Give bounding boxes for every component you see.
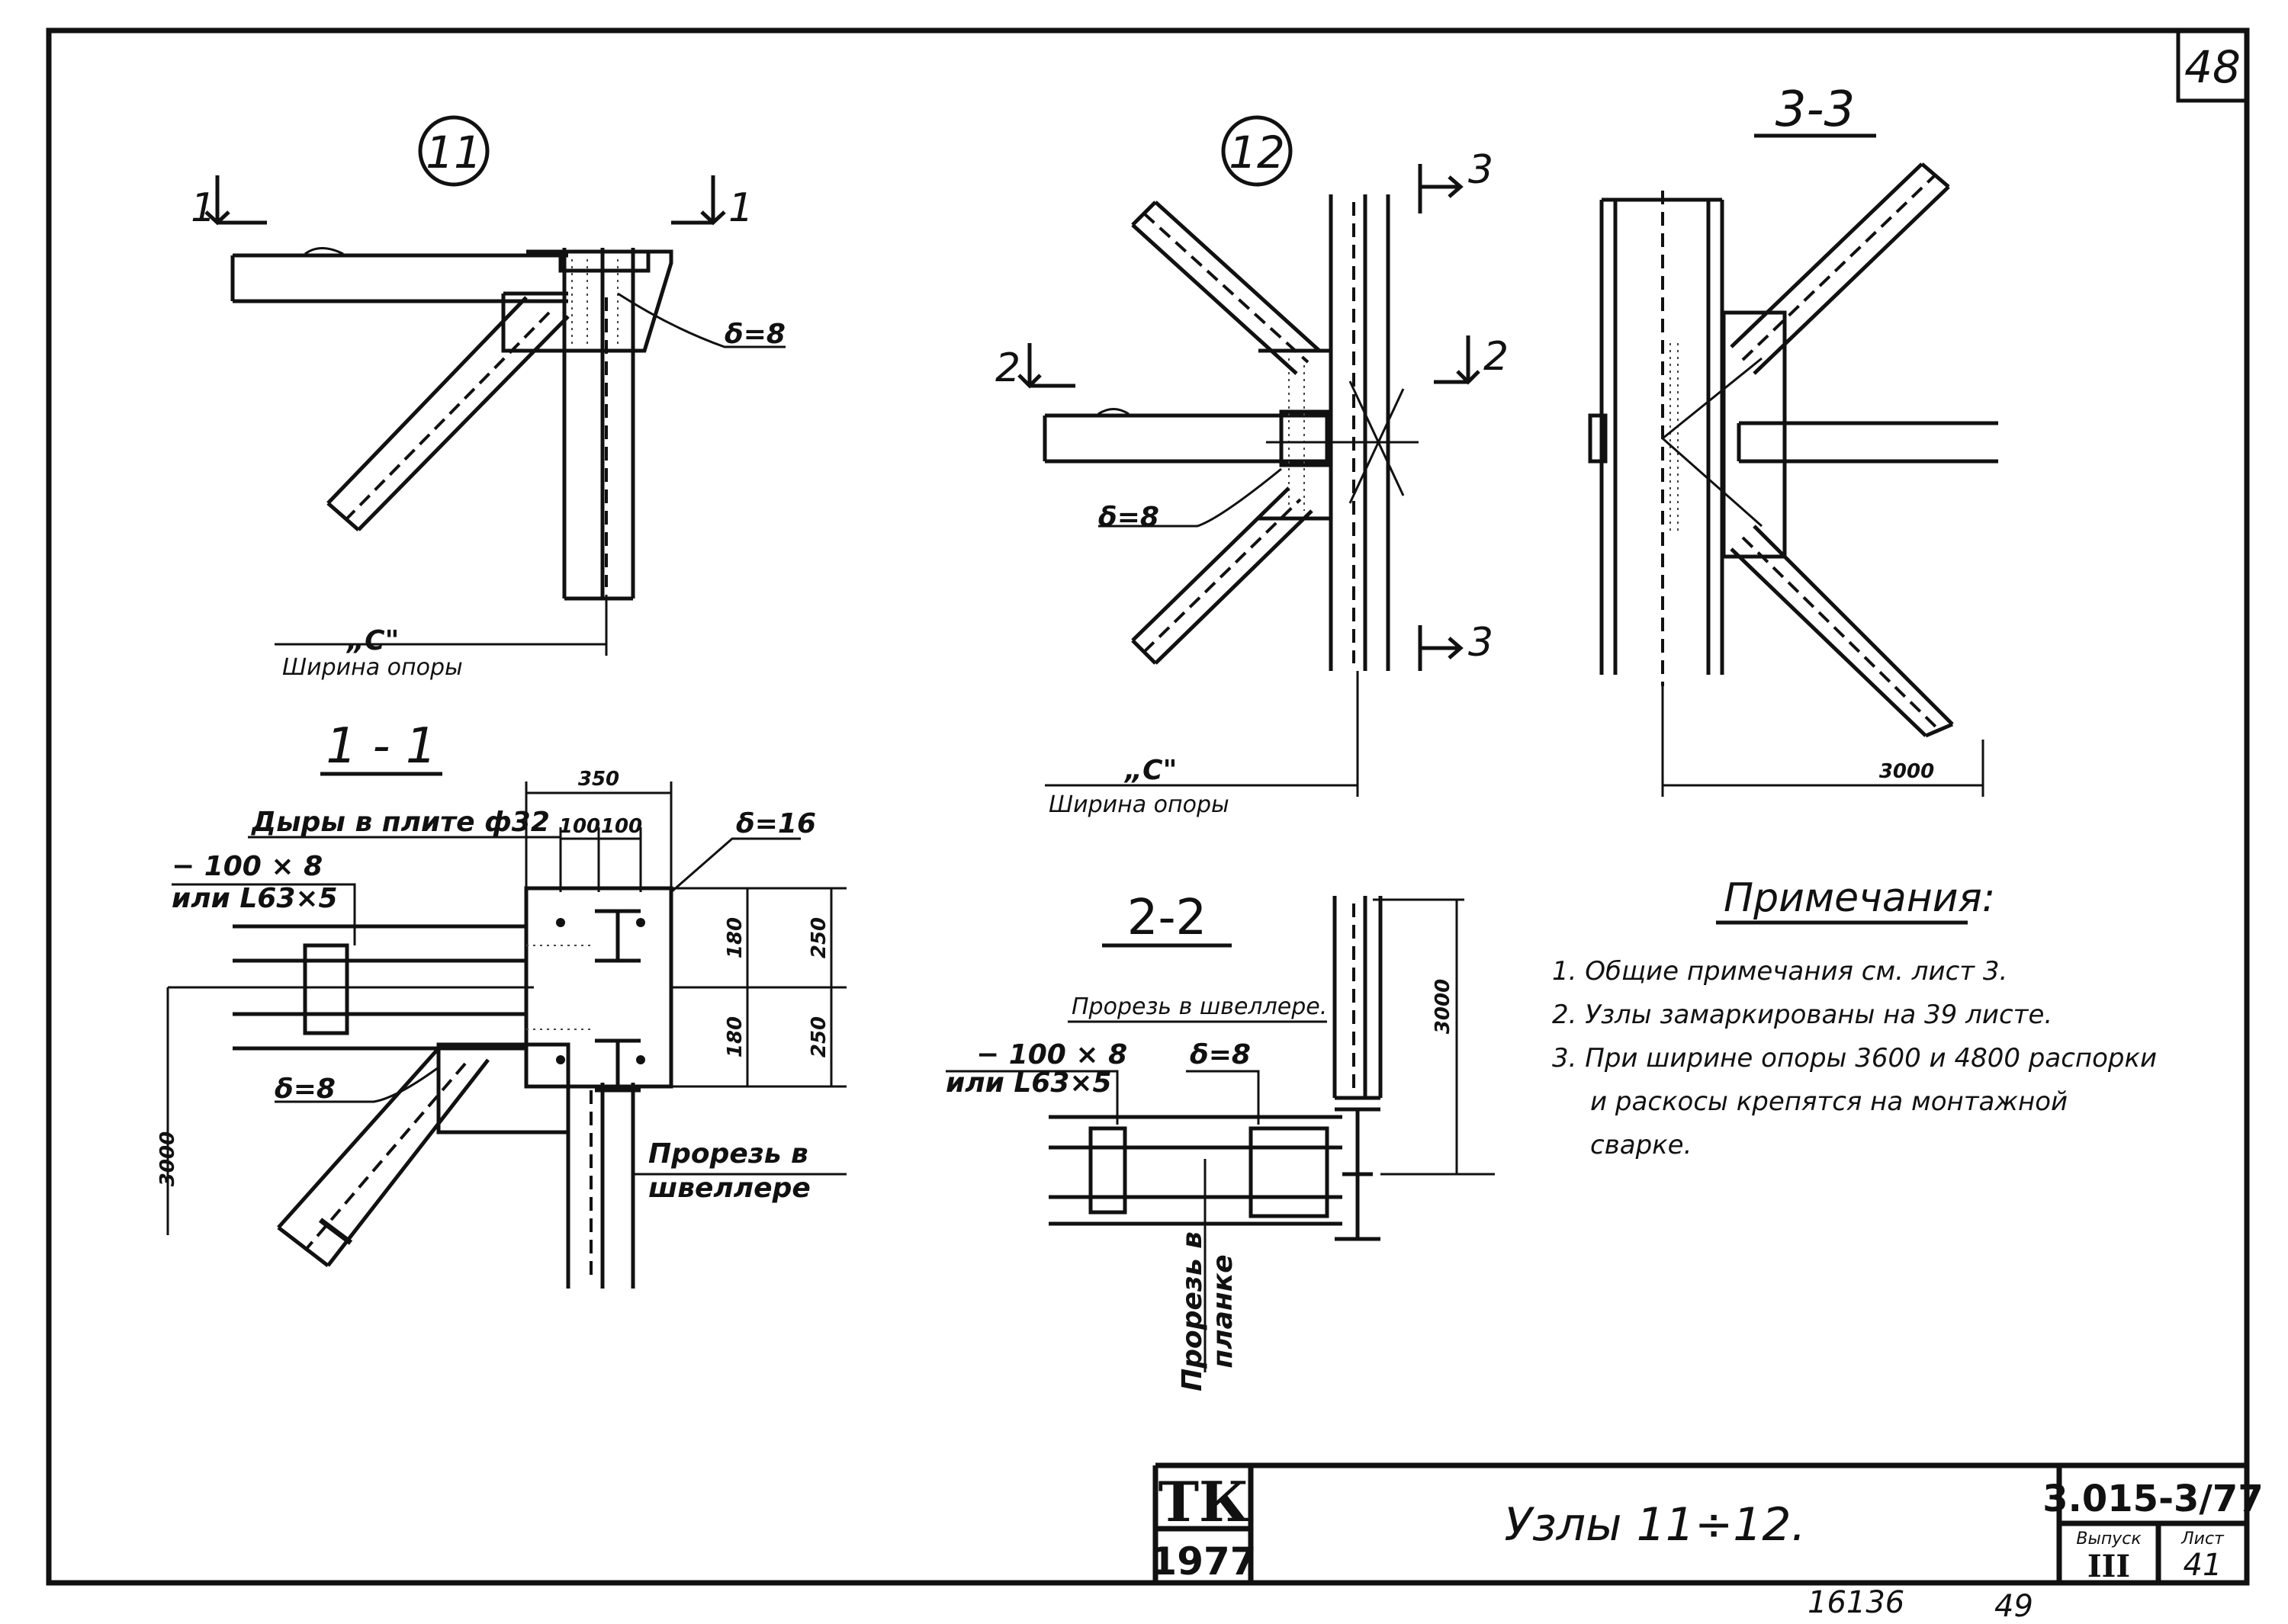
node-12: 12 3 3 2 2 δ=8 „С" Ширина опоры	[995, 115, 1509, 818]
node-12-marker: 12	[1229, 127, 1285, 178]
section-1-1-plate-label: δ=16	[736, 808, 816, 839]
node-11-plate-label: δ=8	[725, 319, 786, 350]
section-1-1-cut-label-1: Прорезь в	[648, 1138, 808, 1170]
title-block-org: ТК	[1158, 1469, 1248, 1534]
section-1-1-dim-3000: 3000	[156, 1131, 179, 1186]
section-1-1-cut-label-2: швеллере	[648, 1173, 811, 1204]
section-2-2: 2-2 3000 Прорезь в швеллере. − 100 × 8 и…	[946, 890, 1495, 1391]
section-1-1-dim-250b: 250	[808, 1016, 831, 1058]
node-11-marker-circle	[418, 115, 490, 187]
notes: Примечания: 1. Общие примечания см. лист…	[1552, 875, 2157, 1160]
section-1-1-dim-250a: 250	[808, 917, 831, 958]
note-item-3: 3. При ширине опоры 3600 и 4800 распорки	[1552, 1043, 2157, 1074]
node-12-width-label: Ширина опоры	[1049, 791, 1229, 818]
note-item-1: 1. Общие примечания см. лист 3.	[1552, 956, 2007, 987]
section-3-3: 3-3 3000	[1588, 82, 1998, 797]
section-1-1-dim-350: 350	[578, 768, 619, 791]
title-block-sheet: 41	[2184, 1548, 2222, 1583]
section-3-3-dim: 3000	[1879, 760, 1934, 783]
section-2-2-cut-label: Прорезь в швеллере.	[1072, 993, 1327, 1020]
node-11-section-mark-left: 1	[191, 185, 216, 231]
node-12-c-label: „С"	[1123, 755, 1177, 786]
sheet-frame	[46, 27, 2250, 1586]
title-block-issue-label: Выпуск	[2076, 1529, 2142, 1549]
node-11-c-label: „С"	[345, 625, 399, 656]
corner-number-box	[2176, 28, 2249, 103]
node-11-width-label: Ширина опоры	[282, 654, 463, 681]
title-block-title: Узлы 11÷12.	[1504, 1498, 1805, 1552]
title-block-sheet-label: Лист	[2180, 1529, 2225, 1549]
node-12-section-mark-3-bottom: 3	[1468, 620, 1493, 666]
title-block: ТК 1977 Узлы 11÷12. 3.015-3/77 Выпуск II…	[1150, 1462, 2264, 1584]
section-1-1-dim-100b: 100	[601, 815, 642, 838]
section-1-1-bar-label-1: − 100 × 8	[172, 851, 323, 882]
node-11-marker: 11	[426, 127, 482, 178]
note-item-4: и раскосы крепятся на монтажной	[1590, 1086, 2068, 1117]
section-3-3-title: 3-3	[1775, 82, 1856, 138]
node-12-section-mark-3-top: 3	[1468, 147, 1493, 193]
node-12-section-mark-2-right: 2	[1483, 334, 1509, 380]
section-2-2-plank-label-1: Прорезь в	[1177, 1231, 1208, 1391]
section-2-2-dim-3000: 3000	[1432, 979, 1454, 1034]
node-12-plate-label: δ=8	[1098, 502, 1159, 533]
section-1-1: 1 - 1 3000 350 100 100 Ды	[156, 718, 847, 1289]
footer-right-number: 49	[1994, 1589, 2033, 1624]
node-11-section-mark-right: 1	[728, 185, 754, 231]
section-2-2-title: 2-2	[1127, 890, 1207, 946]
section-1-1-dim-180a: 180	[724, 917, 747, 958]
section-2-2-bar-label-1: − 100 × 8	[976, 1039, 1127, 1070]
section-2-2-bar-label-2: или L63×5	[946, 1067, 1112, 1099]
section-1-1-gusset-label: δ=8	[275, 1074, 336, 1105]
note-item-5: сварке.	[1590, 1130, 1692, 1160]
note-item-2: 2. Узлы замаркированы на 39 листе.	[1552, 1000, 2052, 1030]
title-block-code: 3.015-3/77	[2042, 1478, 2263, 1520]
section-1-1-title: 1 - 1	[326, 718, 436, 775]
section-1-1-bar-label-2: или L63×5	[172, 883, 338, 914]
node-11: 11 1 1 δ=8 „С" Ширина опоры	[191, 115, 786, 681]
node-12-section-mark-2-left: 2	[995, 345, 1020, 391]
corner-number: 48	[2184, 41, 2241, 93]
section-1-1-holes-label: Дыры в плите ф32	[251, 807, 550, 838]
footer-left-number: 16136	[1808, 1585, 1904, 1620]
section-1-1-dim-100a: 100	[559, 815, 600, 838]
section-2-2-plate-label: δ=8	[1190, 1039, 1251, 1070]
section-1-1-dim-180b: 180	[724, 1016, 747, 1058]
title-block-issue: III	[2087, 1549, 2130, 1584]
title-block-year: 1977	[1150, 1539, 1256, 1584]
notes-title: Примечания:	[1724, 875, 1995, 921]
section-2-2-plank-label-2: планке	[1207, 1254, 1239, 1368]
node-12-marker-circle	[1221, 115, 1293, 187]
